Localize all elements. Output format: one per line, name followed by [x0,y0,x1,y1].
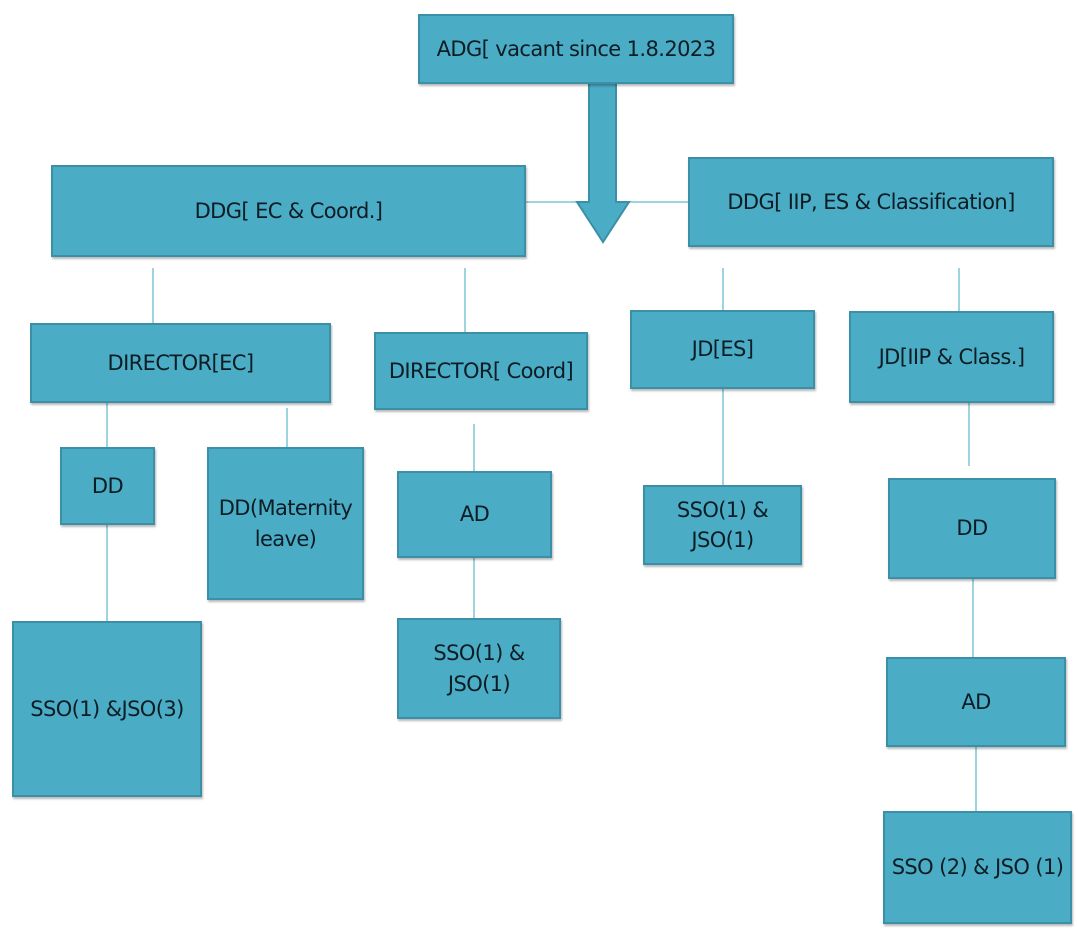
node-director-coord-label: DIRECTOR[ Coord] [388,358,574,383]
node-ad-coord-label: AD [459,502,490,527]
node-ad-coord: AD [397,471,552,558]
connector-arrow-to-ddg-iip [624,201,690,203]
node-director-ec: DIRECTOR[EC] [30,323,331,403]
node-ad-iip: AD [886,657,1066,747]
connector-ddg-iip-to-jd-iip [958,268,960,312]
node-jd-es-label: JD[ES] [691,337,754,362]
connector-ad-to-sso-iip [975,746,977,812]
node-dd-maternity-line1: DD(Maternity [218,496,353,521]
node-dd-maternity: DD(Maternity leave) [207,447,364,600]
down-arrow-icon [575,82,631,244]
node-jd-iip-class: JD[IIP & Class.] [849,311,1054,403]
node-adg: ADG[ vacant since 1.8.2023 [418,14,734,84]
node-staff-es: SSO(1) & JSO(1) [643,485,802,565]
node-dd-ec-label: DD [91,473,124,498]
connector-jd-iip-to-dd [968,402,970,466]
connector-dd-to-ad-iip [972,578,974,658]
node-dd-iip-label: DD [956,516,988,541]
node-adg-label: ADG[ vacant since 1.8.2023 [436,36,716,61]
connector-director-ec-to-dd [106,402,108,448]
node-ddg-iip-es-class-label: DDG[ IIP, ES & Classification] [727,189,1015,214]
connector-director-coord-to-ad [473,424,475,472]
node-dd-iip: DD [888,478,1056,579]
connector-ddg-ec-to-director-coord [464,268,466,332]
connector-ddg-iip-to-jd-es [722,268,724,310]
node-jd-es: JD[ES] [630,310,815,389]
node-director-coord: DIRECTOR[ Coord] [374,332,588,410]
node-staff-ec-label: SSO(1) &JSO(3) [30,696,184,721]
node-staff-iip: SSO (2) & JSO (1) [883,811,1072,924]
node-ddg-iip-es-class: DDG[ IIP, ES & Classification] [688,157,1054,247]
connector-dd-to-sso-ec [106,524,108,622]
node-ddg-ec-coord-label: DDG[ EC & Coord.] [194,198,383,223]
node-jd-iip-class-label: JD[IIP & Class.] [878,344,1025,369]
connector-jd-es-to-sso [722,388,724,486]
node-staff-iip-label: SSO (2) & JSO (1) [891,855,1064,880]
node-ad-iip-label: AD [961,689,991,714]
connector-ad-to-sso-coord [473,557,475,619]
node-staff-ec: SSO(1) &JSO(3) [12,621,202,797]
connector-director-ec-to-dd-maternity [286,408,288,448]
node-staff-es-line2: JSO(1) [691,528,754,552]
node-dd-ec: DD [60,447,155,525]
node-director-ec-label: DIRECTOR[EC] [107,350,255,375]
connector-ddg-ec-to-arrow [524,201,582,203]
node-staff-coord-line1: SSO(1) & [433,641,525,666]
node-staff-coord-line2: JSO(1) [447,671,511,696]
node-dd-maternity-line2: leave) [254,526,317,551]
node-staff-coord: SSO(1) & JSO(1) [397,618,561,719]
node-staff-es-line1: SSO(1) & [676,497,769,522]
connector-ddg-ec-to-director-ec [152,268,154,324]
node-ddg-ec-coord: DDG[ EC & Coord.] [51,165,526,257]
